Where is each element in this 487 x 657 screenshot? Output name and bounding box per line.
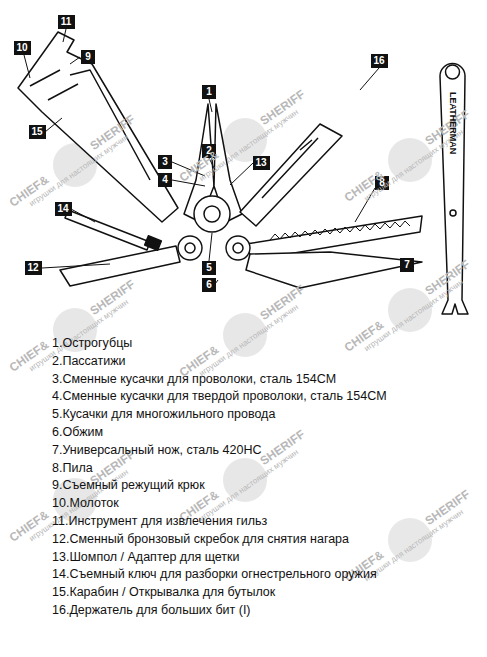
part-list-item: 12.Сменный бронзовый скребок для снятия … [52,531,349,547]
callout-number: 1 [202,85,216,99]
part-list-item: 1.Острогубцы [52,335,132,351]
leader-line [360,68,379,90]
callout-text: 7 [404,259,410,270]
part-list-item: 6.Обжим [52,424,103,440]
callout-number: 3 [158,155,172,169]
watermark-slogan: игрушки для настоящих мужчин [15,289,144,383]
callout-text: 1 [206,86,212,97]
part-list-item: 4.Сменные кусачки для твердой проволоки,… [52,388,387,404]
part-list-item: 14.Съемный ключ для разборки огнестрельн… [52,566,377,582]
callout-text: 12 [27,262,38,273]
callout-text: 14 [57,203,68,214]
watermark-row: CHIEF&SHERIFF [177,427,308,525]
leader-line [45,118,62,132]
callout-text: 4 [162,174,168,185]
callout-number: 15 [29,125,46,139]
brand-text: LEATHERMAN [448,92,458,154]
part-list-item: 3.Сменные кусачки для проволоки, сталь 1… [52,371,336,387]
leader-line [24,55,30,78]
leader-lines [24,29,379,292]
center-pivot [204,206,220,222]
part-list-item: 10.Молоток [52,495,119,511]
bit-holder-hole [450,210,456,216]
handle-detail [262,138,318,198]
part-list-item: 15.Карабин / Открывалка для бутылок [52,584,275,600]
callout-number: 6 [202,278,216,292]
leader-line [209,99,212,112]
part-list-item: 5.Кусачки для многожильного провода [52,406,275,422]
callout-text: 5 [206,262,212,273]
pivot [233,243,243,253]
callout-number: 9 [81,50,95,64]
part-list-item: 11.Инструмент для извлечения гильз [52,513,267,529]
callout-text: 10 [16,42,27,53]
callout-number: 4 [158,173,172,187]
leader-line [63,29,66,42]
callout-number: 7 [400,258,414,272]
callout-text: 3 [162,156,168,167]
knife-blade [246,252,422,288]
leader-line [230,163,253,185]
center-pivot [194,196,230,232]
part-list-item: 13.Шомпол / Адаптер для щетки [52,549,240,565]
callout-number: 11 [58,15,75,29]
watermark-slogan: игрушки для настоящих мужчин [350,269,479,363]
watermark-row: CHIEF&SHERIFF [177,282,308,380]
callout-number: 13 [253,156,270,170]
rod-tip [145,236,162,251]
part-list-item: 8.Пила [52,460,93,476]
leader-line [70,57,80,64]
callout-text: 9 [85,51,91,62]
callout-number: 14 [55,202,72,216]
pivot [178,236,202,260]
callout-text: 11 [61,16,72,27]
part-list-item: 7.Универсальный нож, сталь 420HC [52,442,261,458]
callout-text: 6 [206,279,212,290]
bit-holder-hole [446,65,460,79]
callout-number: 12 [25,261,42,275]
callout-number: 5 [202,261,216,275]
part-list-item: 9.Съемный режущий крюк [52,477,205,493]
callout-text: 13 [255,157,266,168]
leader-line [71,209,95,222]
callout-number: 10 [14,41,31,55]
leader-line [42,264,110,268]
pivot [185,243,195,253]
pivot [226,236,250,260]
part-list-item: 16.Держатель для больших бит (I) [52,602,251,618]
callout-number: 16 [371,54,388,68]
callout-text: 16 [373,55,384,66]
part-list-item: 2.Пассатижи [52,353,126,369]
callout-text: 15 [31,126,42,137]
saw-teeth [270,221,410,240]
leader-line [209,233,212,261]
cleaning-rod [65,210,150,250]
